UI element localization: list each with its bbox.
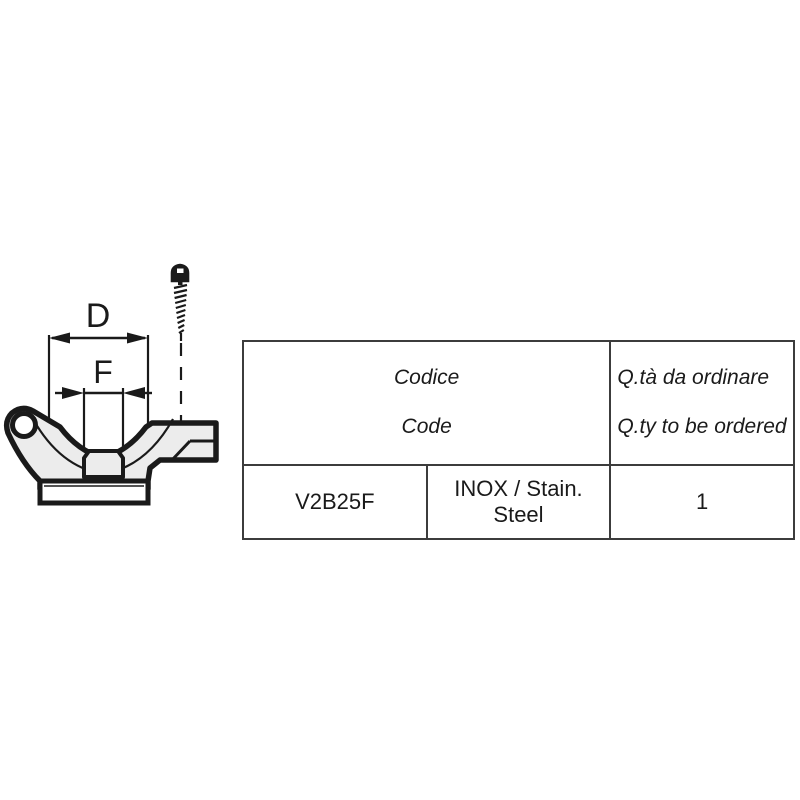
technical-drawing: D F xyxy=(0,255,235,530)
nut-boss-shape xyxy=(82,449,125,479)
dim-f-arrow-right xyxy=(123,387,145,399)
dim-d-arrow-right xyxy=(127,332,148,344)
header-code-it: Codice xyxy=(393,366,460,390)
hinge-eye-hole xyxy=(10,411,38,439)
table-row: V2B25F INOX / Stain. Steel 1 xyxy=(242,463,795,540)
dim-d-arrow-left xyxy=(49,332,70,344)
screw-slot xyxy=(177,268,184,273)
cell-quantity: 1 xyxy=(609,463,795,540)
dim-f-arrow-left xyxy=(62,387,84,399)
header-code-cell: Codice Code xyxy=(241,340,612,466)
chamfer-diagonal xyxy=(170,439,192,462)
base-plate-rect xyxy=(37,478,151,506)
screw-thread xyxy=(173,283,188,334)
header-quantity-cell: Q.tà da ordinare Q.ty to be ordered xyxy=(609,340,795,466)
dim-f-label: F xyxy=(93,354,113,390)
screw-neck xyxy=(178,281,183,285)
screw-icon xyxy=(170,263,190,445)
hinge-eye-circle xyxy=(10,411,38,439)
header-quantity-en: Q.ty to be ordered xyxy=(617,415,787,439)
header-code-en: Code xyxy=(401,415,452,439)
cell-material: INOX / Stain. Steel xyxy=(425,463,612,540)
end-block-chamfer xyxy=(170,439,216,462)
table-header-row: Codice Code Q.tà da ordinare Q.ty to be … xyxy=(241,340,795,466)
clamp-body xyxy=(3,405,219,506)
dim-d-label: D xyxy=(86,297,111,335)
header-quantity-it: Q.tà da ordinare xyxy=(617,366,770,390)
product-spec-table: Codice Code Q.tà da ordinare Q.ty to be … xyxy=(241,340,795,540)
base-plate xyxy=(37,478,151,506)
hex-nut-boss xyxy=(82,449,125,479)
clamp-drawing-svg: D F xyxy=(3,263,219,506)
cell-product-code: V2B25F xyxy=(242,463,428,540)
